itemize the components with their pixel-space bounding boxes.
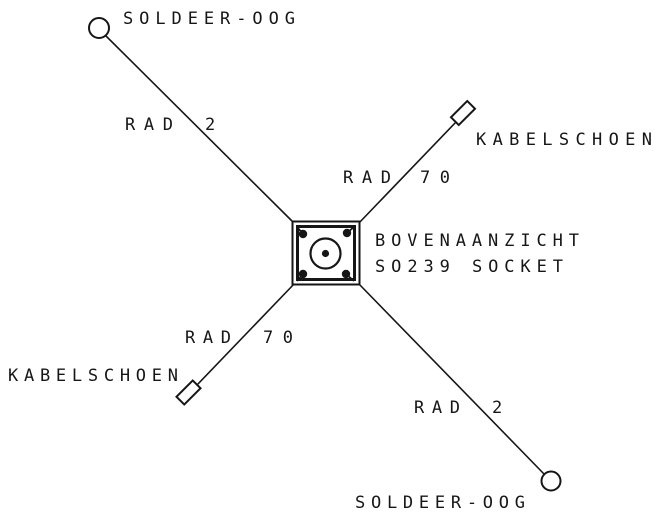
rad-value-bottom-left: 70 (263, 328, 293, 348)
rad-label-bottom-left: RAD (185, 328, 231, 348)
radial-line-top-left (104, 34, 295, 224)
cable-lug-bottom-left (175, 379, 202, 406)
solder-eye-top-left (88, 17, 110, 39)
cable-lug-top-right (449, 99, 477, 127)
radial-line-top-right (357, 121, 457, 225)
radial-line-bottom-right (357, 282, 546, 476)
terminal-label-bottom-right: SOLDEER-OOG (355, 493, 525, 513)
caption-line1: BOVENAANZICHT (375, 231, 579, 251)
radial-line-bottom-left (196, 282, 296, 386)
cable-lug-shape (449, 99, 477, 127)
solder-eye-bottom-right (540, 470, 562, 492)
socket-flange-inner (296, 225, 356, 281)
rad-value-top-left: 2 (205, 115, 215, 135)
mounting-hole-top-right (342, 228, 352, 238)
cable-lug-shape (175, 379, 202, 406)
terminal-label-bottom-left: KABELSCHOEN (8, 366, 178, 386)
so239-socket-body (291, 220, 361, 286)
mounting-hole-top-left (298, 229, 308, 239)
rad-label-top-left: RAD (125, 115, 173, 135)
rad-value-bottom-right: 2 (492, 398, 502, 418)
terminal-label-top-right: KABELSCHOEN (476, 130, 652, 150)
mounting-hole-bottom-left (298, 269, 308, 279)
socket-barrel-circle (309, 237, 342, 270)
socket-center-pin (321, 249, 330, 258)
rad-label-top-right: RAD (343, 168, 391, 188)
mounting-hole-bottom-right (341, 269, 351, 279)
rad-label-bottom-right: RAD (414, 398, 460, 418)
caption-line2: SO239 SOCKET (375, 257, 563, 277)
rad-value-top-right: 70 (420, 168, 450, 188)
terminal-label-top-left: SOLDEER-OOG (123, 9, 295, 29)
